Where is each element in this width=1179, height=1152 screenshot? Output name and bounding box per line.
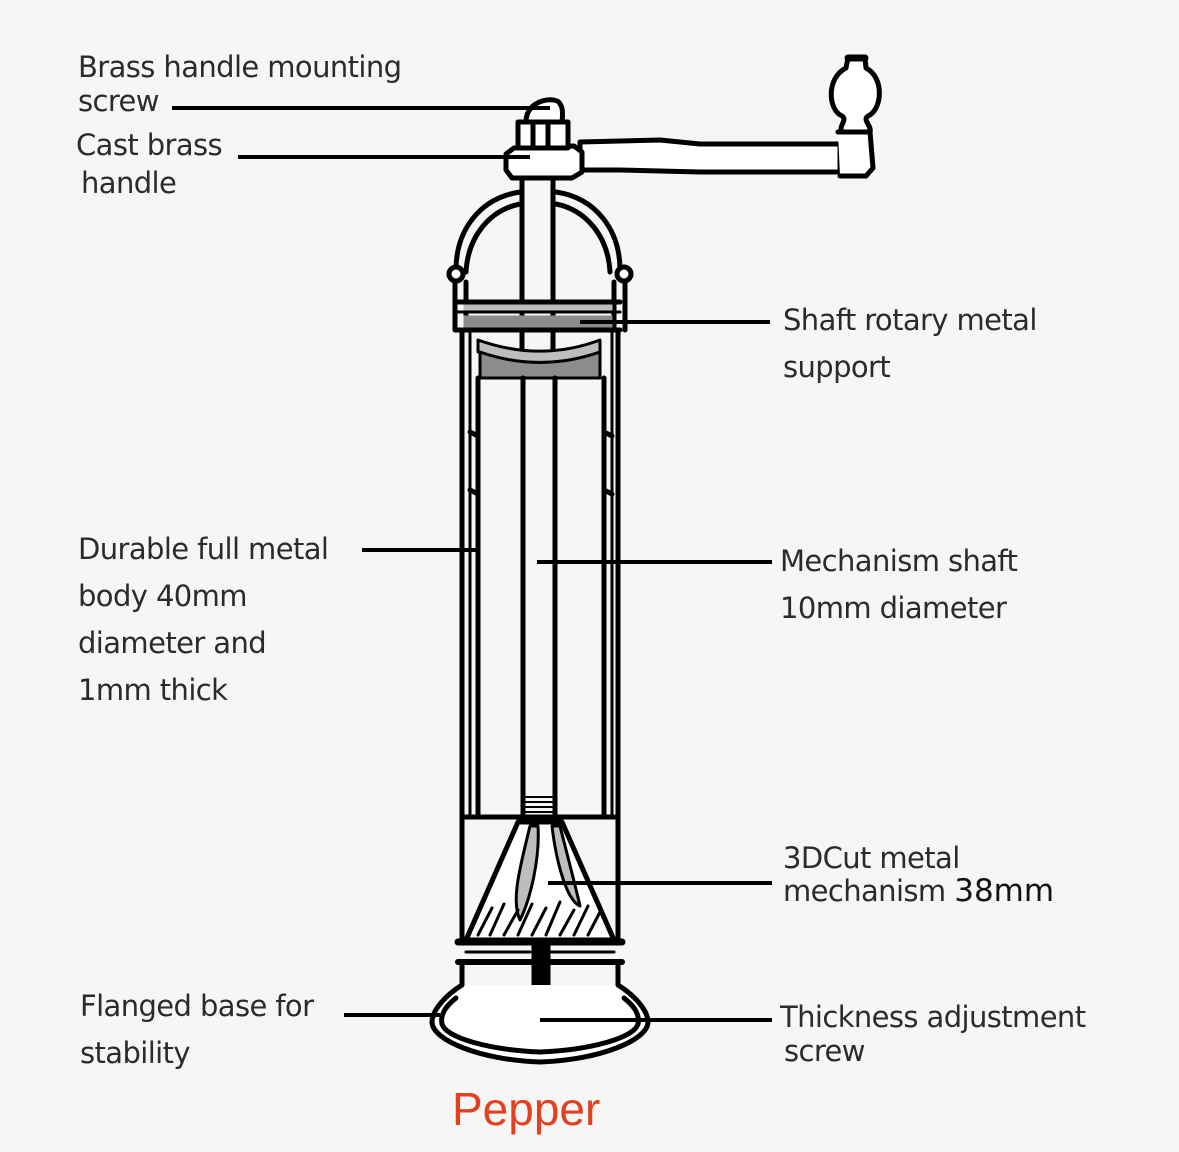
shaft-support-plate [453, 299, 623, 380]
crank-knob [828, 55, 882, 135]
label-body: Durable full metal body 40mm diameter an… [78, 526, 329, 714]
label-line: screw [784, 1034, 866, 1068]
label-line: Flanged base for [80, 989, 314, 1023]
label-line: stability [80, 1036, 191, 1070]
label-line: 3DCut metal [783, 841, 960, 875]
label-line: handle [81, 166, 177, 200]
label-line: Durable full metal [78, 532, 329, 566]
label-cast-handle: Cast brass handle [76, 126, 223, 202]
diagram-caption: Pepper [452, 1083, 601, 1135]
label-line: diameter and [78, 626, 267, 660]
label-line: Shaft rotary metal [783, 303, 1037, 337]
label-line: body 40mm [78, 579, 248, 613]
handle-hub [503, 97, 585, 181]
label-shaft-support: Shaft rotary metal support [783, 297, 1037, 391]
label-mechanism-shaft: Mechanism shaft 10mm diameter [780, 538, 1018, 632]
label-base: Flanged base for stability [80, 983, 314, 1077]
mechanism-size: 38mm [954, 873, 1055, 909]
mounting-screw [523, 97, 565, 125]
body-tube [459, 327, 621, 943]
label-line: screw [78, 84, 160, 118]
label-line: 1mm thick [78, 673, 228, 707]
leader-lines [172, 106, 772, 1022]
label-mechanism: 3DCut metal mechanism 38mm [783, 842, 1054, 908]
label-line: 10mm diameter [780, 591, 1007, 625]
label-line: support [783, 350, 891, 384]
arch-dome [446, 189, 634, 333]
label-mounting-screw: Brass handle mounting screw [78, 50, 402, 118]
label-line: Brass handle mounting [78, 50, 402, 84]
crank-arm [577, 54, 882, 179]
label-line: Cast brass [76, 128, 223, 162]
label-adjust-screw: Thickness adjustment screw [780, 1000, 1086, 1068]
mechanism-shaft [520, 375, 558, 818]
label-line: Thickness adjustment [780, 1000, 1086, 1034]
label-line: mechanism [783, 874, 946, 908]
label-line: Mechanism shaft [780, 544, 1018, 578]
